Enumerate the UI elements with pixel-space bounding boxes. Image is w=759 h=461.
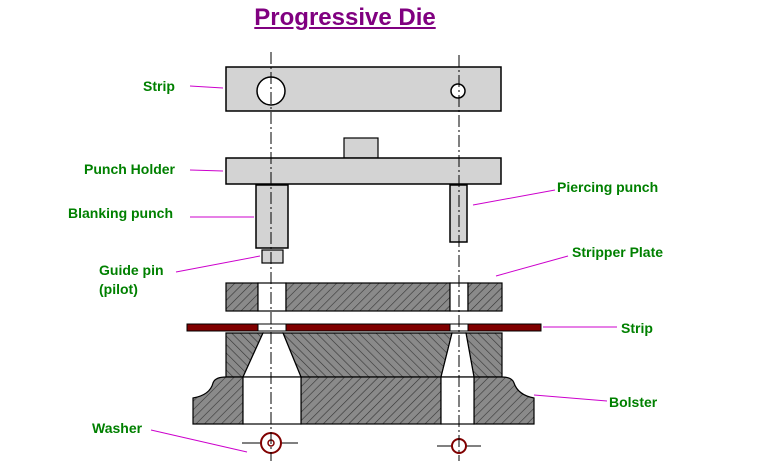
- guide-pin: [261, 249, 284, 264]
- center-lines: [270, 52, 460, 461]
- blanking-punch-label: Blanking punch: [68, 205, 173, 221]
- stripper-plate-label: Stripper Plate: [572, 244, 664, 260]
- punch-holder-label: Punch Holder: [84, 161, 176, 177]
- pierced-hole: [450, 83, 466, 99]
- blanking-punch: [255, 184, 289, 264]
- leader-lines: [150, 85, 617, 453]
- stripper-plate: [225, 282, 503, 312]
- guide-pin-label: Guide pin: [99, 262, 164, 278]
- die-block: [225, 332, 503, 378]
- strip-lower-label: Strip: [621, 320, 653, 336]
- lower-strip: [186, 323, 542, 332]
- bolster: [192, 376, 535, 425]
- piercing-punch: [449, 184, 468, 243]
- page-title: Progressive Die: [254, 4, 436, 31]
- punch-holder: [225, 137, 502, 185]
- washer-label: Washer: [92, 420, 143, 436]
- strip-top-label: Strip: [143, 78, 175, 94]
- washer-blank: [242, 432, 298, 454]
- piercing-punch-label: Piercing punch: [557, 179, 659, 195]
- shank: [343, 137, 379, 159]
- guide-pin-pilot-label: (pilot): [99, 281, 138, 297]
- top-strip: [225, 66, 502, 112]
- bolster-label: Bolster: [609, 394, 658, 410]
